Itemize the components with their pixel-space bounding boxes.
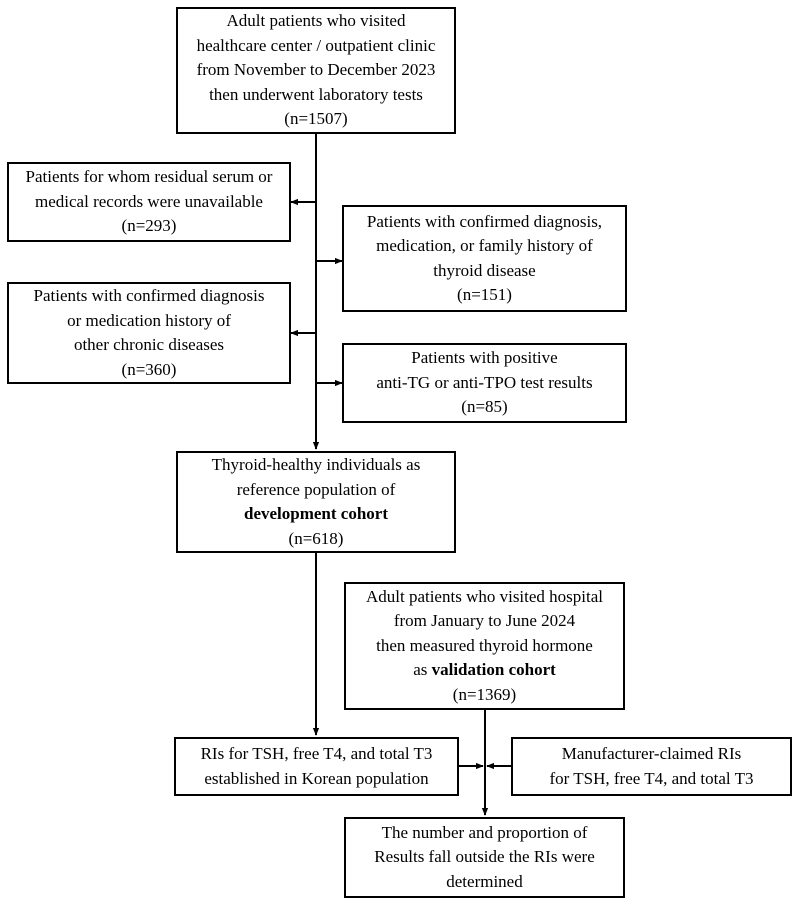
excluded-serum-box: Patients for whom residual serum or medi… <box>7 162 291 242</box>
excluded-chronic-line-2: or medication history of <box>67 310 231 330</box>
excluded-chronic-line-3: other chronic diseases <box>73 335 225 354</box>
validation-line-3: then measured thyroid hormone <box>376 635 593 655</box>
excluded-antibody-line-1: Patients with positive <box>411 348 558 368</box>
excluded-chronic-box: Patients with confirmed diagnosis or med… <box>7 282 291 384</box>
excluded-serum-line-2: medical records were unavailable <box>35 191 263 211</box>
validation-prefix: as <box>413 660 432 680</box>
development-cohort-box: Thyroid-healthy individuals as reference… <box>176 451 456 553</box>
result-box: The number and proportion of Results fal… <box>344 817 625 898</box>
excluded-serum-count: (n=293) <box>121 216 177 236</box>
start-line-4: then underwent laboratory tests <box>209 84 423 104</box>
validation-cohort-box: Adult patients who visited hospital from… <box>344 582 625 710</box>
development-line-1: Thyroid-healthy individuals as <box>211 455 421 474</box>
excluded-chronic-line-1: Patients with confirmed diagnosis <box>33 286 265 305</box>
start-box: Adult patients who visited healthcare ce… <box>176 7 456 134</box>
excluded-thyroid-line-1: Patients with confirmed diagnosis, <box>366 211 603 231</box>
result-line-2: Results fall outside the RIs were <box>374 847 595 867</box>
excluded-antibody-box: Patients with positive anti-TG or anti-T… <box>342 343 627 423</box>
korean-ri-line-1: RIs for TSH, free T4, and total T3 <box>200 744 433 763</box>
excluded-thyroid-line-2: medication, or family history of <box>376 236 593 255</box>
start-count: (n=1507) <box>284 109 348 129</box>
result-line-3: determined <box>446 871 523 891</box>
manufacturer-ri-line-1: Manufacturer-claimed RIs <box>561 744 742 763</box>
excluded-serum-line-1: Patients for whom residual serum or <box>25 167 273 187</box>
excluded-antibody-count: (n=85) <box>461 397 508 417</box>
manufacturer-ri-box: Manufacturer-claimed RIs for TSH, free T… <box>511 737 792 796</box>
validation-line-4: as validation cohort <box>413 658 556 683</box>
start-line-2: healthcare center / outpatient clinic <box>196 35 436 55</box>
excluded-thyroid-box: Patients with confirmed diagnosis, medic… <box>342 205 627 312</box>
excluded-thyroid-count: (n=151) <box>457 285 512 304</box>
manufacturer-ri-line-2: for TSH, free T4, and total T3 <box>549 768 754 788</box>
validation-cohort-label: validation cohort <box>431 660 556 680</box>
korean-ri-box: RIs for TSH, free T4, and total T3 estab… <box>174 737 459 796</box>
excluded-chronic-count: (n=360) <box>121 359 177 379</box>
excluded-thyroid-line-3: thyroid disease <box>433 260 536 280</box>
excluded-antibody-line-2: anti-TG or anti-TPO test results <box>376 372 593 392</box>
development-cohort-label: development cohort <box>243 504 388 523</box>
validation-count: (n=1369) <box>452 684 517 704</box>
result-line-1: The number and proportion of <box>381 822 588 842</box>
validation-line-2: from January to June 2024 <box>393 611 576 631</box>
development-line-2: reference population of <box>236 479 396 499</box>
validation-line-1: Adult patients who visited hospital <box>365 586 604 606</box>
development-count: (n=618) <box>288 528 344 548</box>
start-line-1: Adult patients who visited <box>226 11 406 31</box>
korean-ri-line-2: established in Korean population <box>204 768 429 788</box>
start-line-3: from November to December 2023 <box>196 60 436 80</box>
